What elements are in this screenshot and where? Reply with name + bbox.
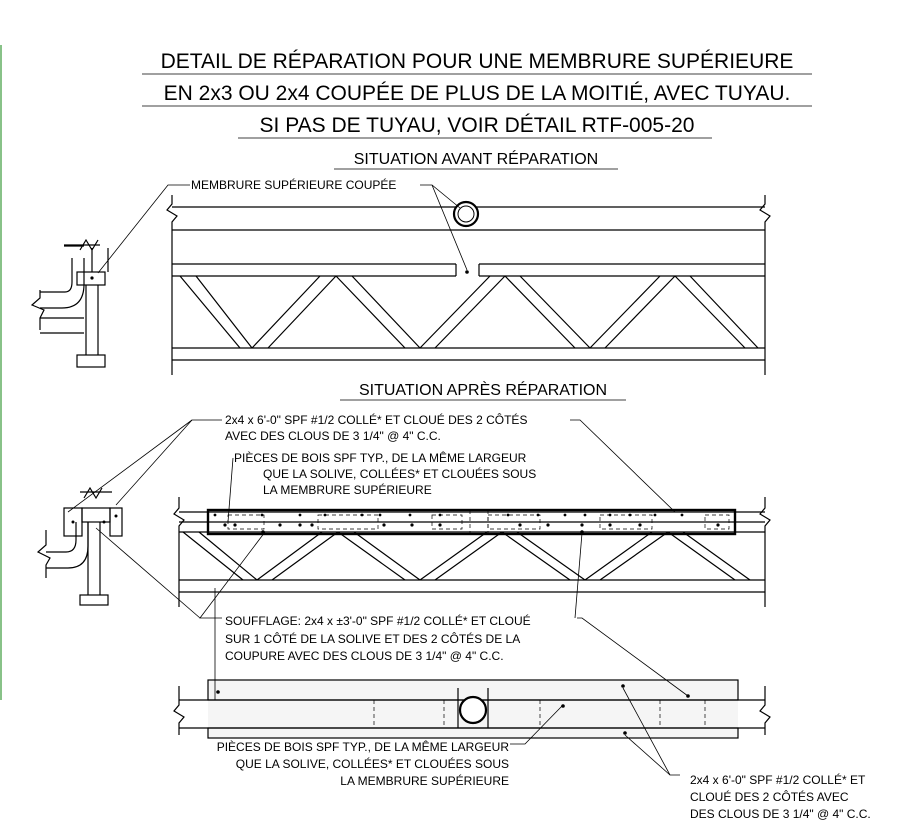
plan-note-blocks-line2: QUE LA SOLIVE, COLLÉES* ET CLOUÉES SOUS <box>236 756 509 771</box>
title-line-3: SI PAS DE TUYAU, VOIR DÉTAIL RTF-005-20 <box>260 114 695 137</box>
truss-after-elevation <box>173 497 771 607</box>
section-before <box>30 238 109 368</box>
after-note-souff-line3: COUPURE AVEC DES CLOUS DE 3 1/4" @ 4" C.… <box>225 649 504 663</box>
after-note-2x4-line1: 2x4 x 6'-0" SPF #1/2 COLLÉ* ET CLOUÉ DES… <box>225 412 527 427</box>
after-heading: SITUATION APRÈS RÉPARATION <box>359 380 607 399</box>
after-note-souff-line2: SUR 1 CÔTÉ DE LA SOLIVE ET DES 2 CÔTÉS D… <box>225 631 520 646</box>
before-label-cut-chord: MEMBRURE SUPÉRIEURE COUPÉE <box>191 177 396 192</box>
title-line-2: EN 2x3 OU 2x4 COUPÉE DE PLUS DE LA MOITI… <box>164 82 791 105</box>
before-heading: SITUATION AVANT RÉPARATION <box>354 149 598 168</box>
after-note-souff-line1: SOUFFLAGE: 2x4 x ±3'-0" SPF #1/2 COLLÉ* … <box>225 613 531 628</box>
before-leaders <box>97 184 468 274</box>
after-note-blocks-line2: QUE LA SOLIVE, COLLÉES* ET CLOUÉES SOUS <box>263 466 536 481</box>
title-line-1: DETAIL DE RÉPARATION POUR UNE MEMBRURE S… <box>161 50 794 73</box>
after-note-2x4-line2: AVEC DES CLOUS DE 3 1/4" @ 4" C.C. <box>225 429 441 443</box>
plan-note-blocks-line3: LA MEMBRURE SUPÉRIEURE <box>340 773 509 788</box>
truss-before-elevation <box>166 195 771 375</box>
plan-leaders <box>510 617 689 776</box>
plan-view <box>173 679 771 739</box>
section-after <box>36 486 123 606</box>
after-leaders <box>67 419 676 700</box>
plan-note-blocks-line1: PIÈCES DE BOIS SPF TYP., DE LA MÊME LARG… <box>217 739 510 754</box>
plan-note-2x4-line3: DES CLOUS DE 3 1/4" @ 4" C.C. <box>690 807 871 821</box>
plan-note-2x4-line2: CLOUÉ DES 2 CÔTÉS AVEC <box>690 789 849 804</box>
after-note-blocks-line3: LA MEMBRURE SUPÉRIEURE <box>263 482 432 497</box>
after-note-blocks-line1: PIÈCES DE BOIS SPF TYP., DE LA MÊME LARG… <box>234 450 527 465</box>
plan-note-2x4-line1: 2x4 x 6'-0" SPF #1/2 COLLÉ* ET <box>690 772 866 787</box>
